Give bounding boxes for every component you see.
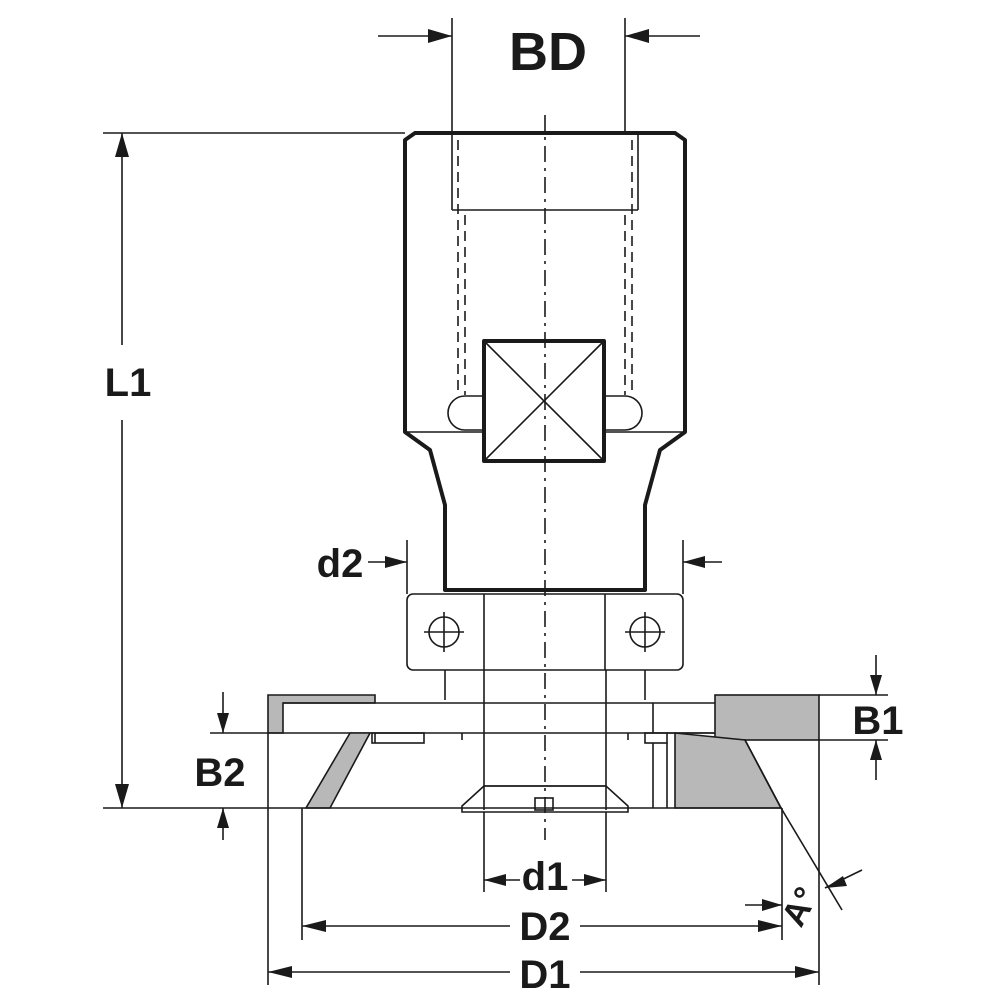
label-b2: B2 <box>194 751 245 795</box>
label-d1-small: d1 <box>522 855 569 899</box>
shank <box>403 131 687 592</box>
dimension-bd: BD <box>378 18 700 133</box>
dimension-b2: B2 <box>194 692 283 840</box>
label-d2-big: D2 <box>519 905 570 949</box>
dimension-angle: A° <box>745 807 863 933</box>
dimension-d2-small: d2 <box>317 540 722 594</box>
label-bd: BD <box>509 22 587 82</box>
dimension-l1: L1 <box>103 132 405 809</box>
clamp-block <box>406 593 684 671</box>
dimension-d1-big: D1 <box>267 740 820 997</box>
label-b1: B1 <box>852 699 903 743</box>
label-d1-big: D1 <box>519 953 570 997</box>
bolt-hole-right-icon <box>625 612 665 652</box>
dimension-d2-big: D2 <box>301 808 783 949</box>
cutter-body <box>267 694 820 813</box>
dimension-d1-small: d1 <box>483 812 607 899</box>
dimension-b1: B1 <box>819 655 904 780</box>
bolt-hole-left-icon <box>424 612 464 652</box>
label-d2-small: d2 <box>317 542 364 586</box>
label-l1: L1 <box>105 361 152 405</box>
